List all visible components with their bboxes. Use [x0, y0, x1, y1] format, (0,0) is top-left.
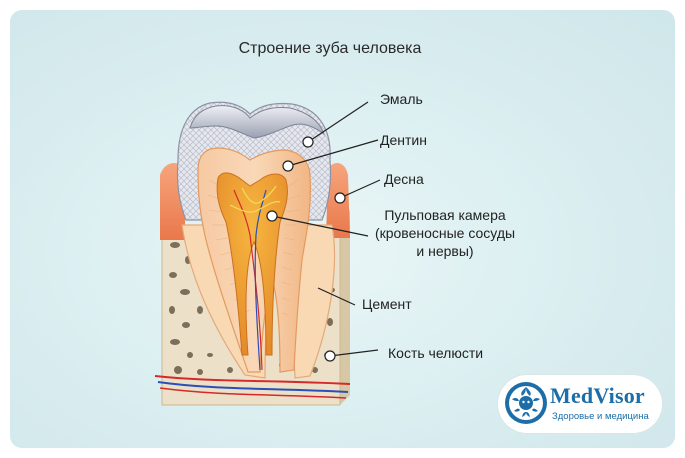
label-dentin: Дентин — [380, 132, 427, 148]
leader-dots — [266, 136, 346, 362]
page-title: Строение зуба человека — [238, 40, 422, 57]
bone-side-face — [340, 210, 350, 405]
label-pulp-line1: Пульповая камера — [384, 207, 506, 223]
label-pulp-chamber: Пульповая камера (кровеносные сосуды и н… — [370, 206, 520, 260]
label-pulp-line3: и нервы) — [416, 243, 474, 259]
label-jaw-bone: Кость челюсти — [388, 345, 484, 361]
medvisor-logo: MedVisor Здоровье и медицина — [498, 375, 662, 433]
label-gum: Десна — [384, 171, 424, 187]
artery — [154, 375, 351, 385]
label-cement: Цемент — [362, 296, 412, 312]
pulp-vessels — [229, 185, 281, 371]
logo-tagline: Здоровье и медицина — [552, 411, 649, 422]
medusa-logo-icon — [505, 382, 547, 424]
enamel-cap — [189, 105, 325, 139]
artery-lower — [159, 387, 347, 399]
vein — [157, 381, 349, 393]
tooth-diagram — [154, 101, 381, 406]
label-pulp-line2: (кровеносные сосуды — [374, 225, 516, 241]
diagram-card: Строение зуба человека — [10, 10, 675, 448]
label-enamel: Эмаль — [380, 91, 423, 107]
logo-brand: MedVisor — [550, 383, 645, 408]
leader-lines — [271, 101, 381, 357]
